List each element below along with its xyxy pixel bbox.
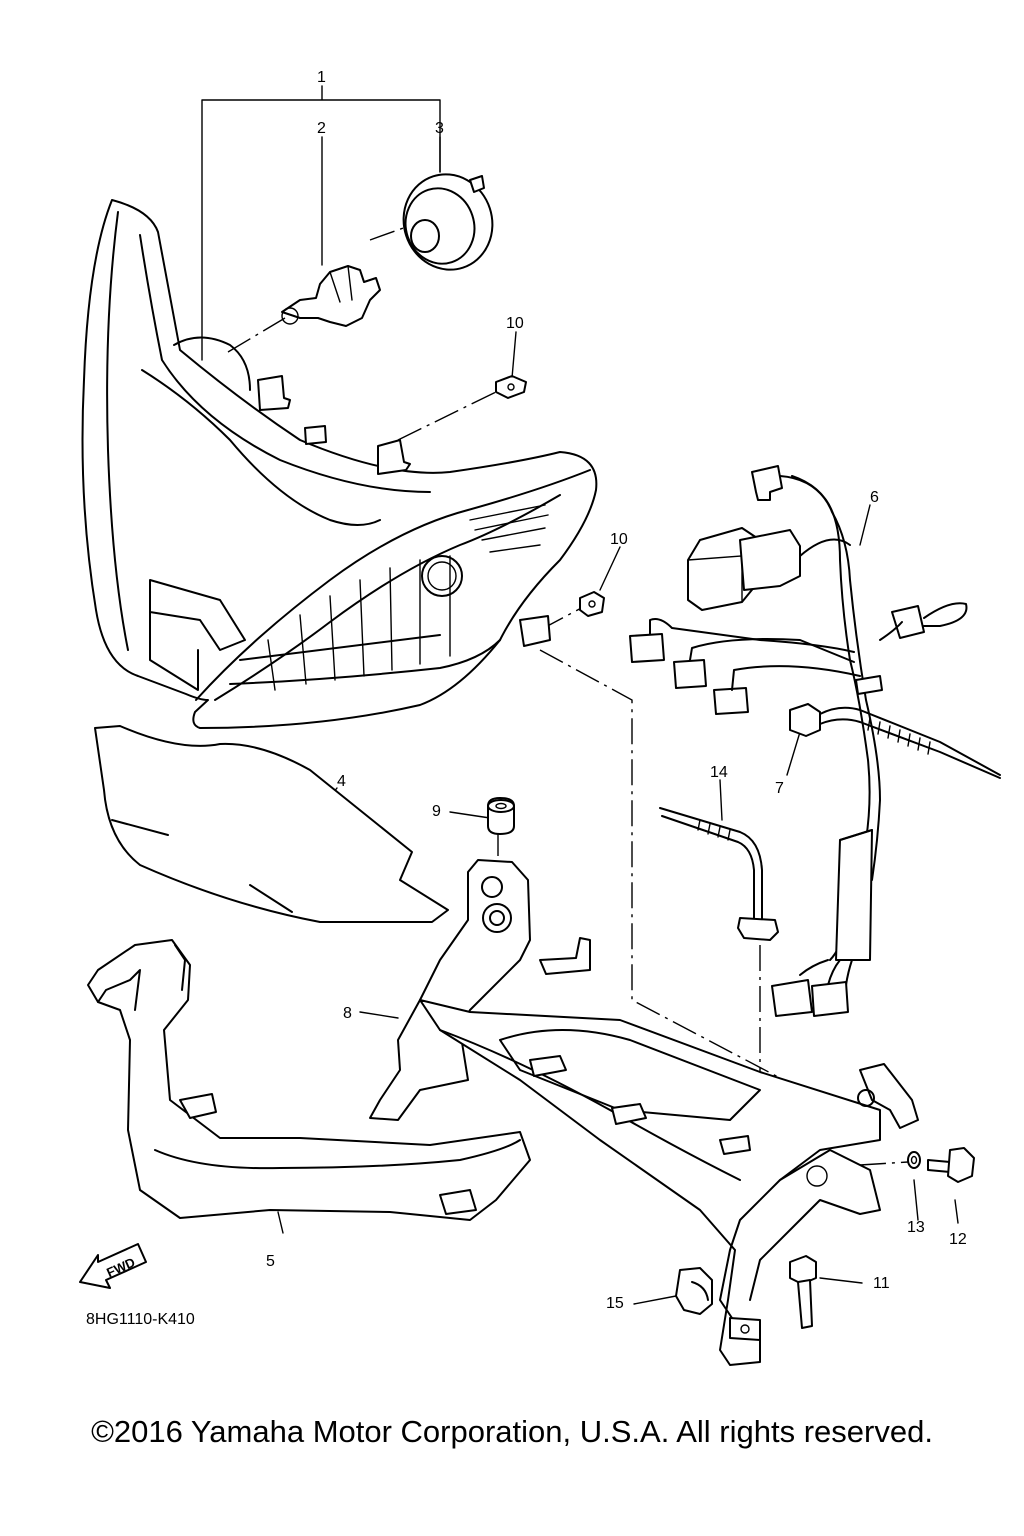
lens-cover	[94, 725, 449, 923]
callout-1: 1	[317, 69, 326, 86]
callout-4: 4	[337, 773, 346, 790]
bolt-11	[789, 1255, 817, 1329]
bulb-cover	[402, 173, 494, 271]
callout-6: 6	[870, 489, 879, 506]
callout-11: 11	[873, 1275, 890, 1292]
damper	[487, 797, 515, 835]
bolt-12	[927, 1147, 975, 1183]
callout-13: 13	[907, 1219, 925, 1236]
copyright-notice: ©2016 Yamaha Motor Corporation, U.S.A. A…	[91, 1414, 933, 1449]
bulb	[281, 265, 381, 327]
grommet-upper	[495, 375, 527, 399]
connector-cable-tie	[789, 703, 1001, 779]
washer	[907, 1151, 921, 1169]
callout-7: 7	[775, 780, 784, 797]
callout-3: 3	[435, 120, 444, 137]
callout-10-right: 10	[610, 531, 628, 548]
grommet-right	[579, 591, 605, 617]
drawing-code: 8HG1110-K410	[86, 1311, 195, 1328]
headlight-stay	[369, 859, 919, 1366]
callout-5: 5	[266, 1253, 275, 1270]
callout-leaders	[201, 85, 959, 1305]
callout-10-upper: 10	[506, 315, 524, 332]
callout-15: 15	[606, 1295, 624, 1312]
cable-tie-clip	[659, 807, 779, 941]
wire-harness	[629, 465, 968, 1017]
callout-14: 14	[710, 764, 728, 781]
clamp	[675, 1267, 713, 1315]
fwd-arrow-icon: FWD	[79, 1243, 147, 1289]
callout-numbers: 1 2 3 10 10 6 4 14 7 9 8 13 12 5 11 15	[266, 69, 967, 1312]
callout-8: 8	[343, 1005, 352, 1022]
headlight-assembly	[81, 199, 598, 729]
callout-2: 2	[317, 120, 326, 137]
lower-cowl-brace	[87, 939, 531, 1221]
callout-12: 12	[949, 1231, 967, 1248]
callout-9: 9	[432, 803, 441, 820]
